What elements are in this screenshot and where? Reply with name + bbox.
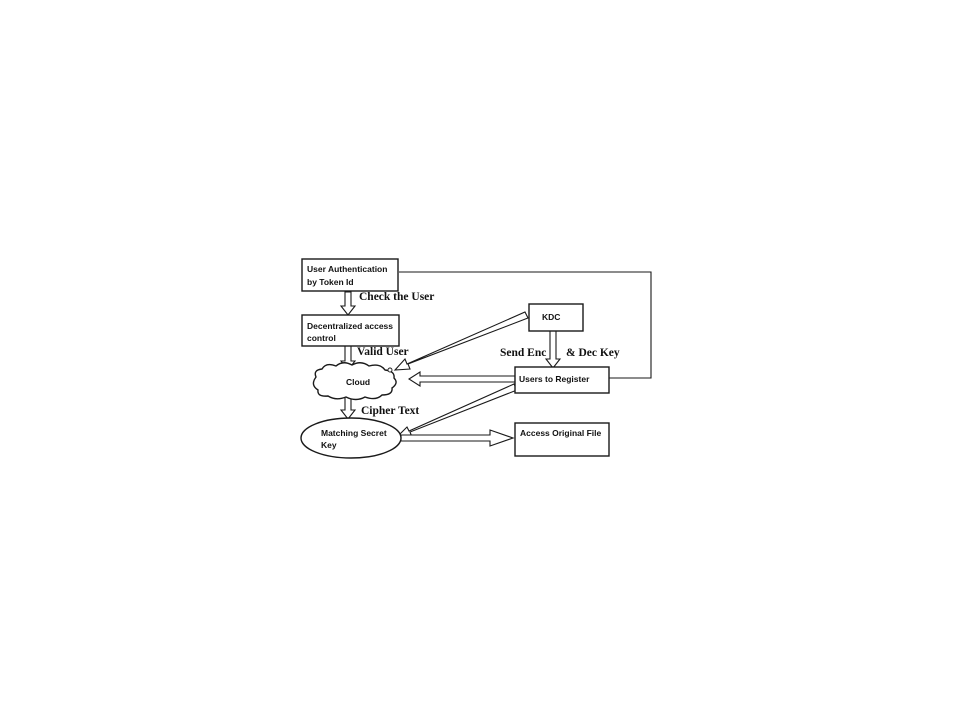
- node-users-to-register: Users to Register: [514, 366, 610, 394]
- node-matching-line2: Key: [321, 440, 337, 450]
- node-user-authentication-line1: User Authentication: [307, 264, 387, 274]
- edge-label-send-enc: Send Enc: [500, 347, 546, 359]
- arrow-kdc-to-register: [544, 330, 562, 369]
- cloud-shape: [312, 362, 397, 401]
- node-decentralized-access-control: Decentralized access control: [301, 314, 400, 347]
- cloud-small-puff: [387, 367, 393, 373]
- arrow-matching-to-access: [400, 429, 515, 447]
- node-decentralized-line2: control: [307, 333, 336, 343]
- node-access-original-file-label: Access Original File: [520, 428, 602, 438]
- node-user-authentication-line2: by Token Id: [307, 277, 354, 287]
- node-cloud-label: Cloud: [346, 377, 370, 387]
- node-kdc: KDC: [528, 303, 584, 332]
- arrow-auth-to-decentralized: [339, 291, 357, 316]
- node-matching-secret-key: Matching Secret Key: [300, 417, 402, 459]
- node-cloud: Cloud: [312, 362, 397, 401]
- arrow-kdc-to-cloud: [393, 311, 529, 371]
- node-access-original-file: Access Original File: [514, 422, 610, 457]
- node-user-authentication: User Authentication by Token Id: [301, 258, 399, 292]
- arrow-register-to-cloud: [407, 370, 516, 388]
- edge-label-cipher-text: Cipher Text: [361, 405, 419, 417]
- node-matching-line1: Matching Secret: [321, 428, 387, 438]
- edge-label-dec-key: & Dec Key: [566, 347, 620, 359]
- node-kdc-label: KDC: [542, 312, 560, 322]
- node-users-to-register-label: Users to Register: [519, 374, 590, 384]
- edge-label-check-user: Check the User: [359, 291, 434, 303]
- edge-label-valid-user: Valid User: [357, 346, 409, 358]
- feedback-connector: [399, 271, 652, 379]
- node-decentralized-line1: Decentralized access: [307, 321, 393, 331]
